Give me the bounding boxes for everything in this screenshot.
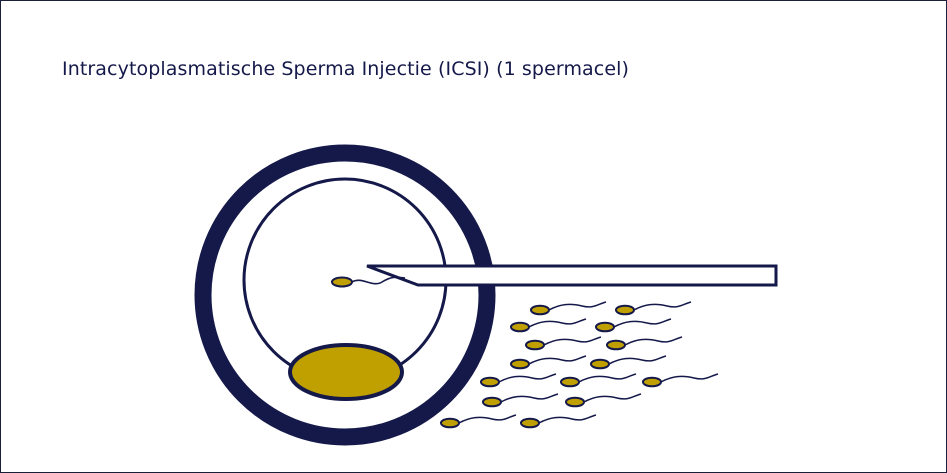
sperm-head	[591, 360, 609, 369]
sperm-head	[521, 419, 539, 428]
sperm-tail	[544, 337, 601, 345]
sperm-cell	[561, 374, 636, 386]
sperm-head	[511, 360, 529, 369]
sperm-cell	[596, 319, 671, 331]
sperm-tail	[579, 374, 636, 382]
sperm-tail	[499, 374, 556, 382]
injection-pipette	[367, 266, 776, 285]
sperm-head	[441, 419, 459, 428]
sperm-cell	[511, 356, 586, 368]
sperm-cell	[441, 415, 516, 427]
sperm-head	[526, 341, 544, 350]
sperm-cell	[616, 302, 691, 314]
sperm-head	[607, 341, 625, 350]
sperm-tail	[459, 415, 516, 423]
sperm-head	[511, 323, 529, 332]
sperm-head	[616, 306, 634, 315]
sperm-cell	[591, 356, 666, 368]
sperm-cell	[481, 374, 556, 386]
sperm-tail	[661, 374, 718, 382]
sperm-tail	[501, 394, 558, 402]
sperm-head	[643, 378, 661, 387]
sperm-head	[566, 398, 584, 407]
sperm-tail	[634, 302, 691, 310]
injected-sperm	[332, 277, 405, 286]
sperm-tail	[584, 394, 641, 402]
sperm-cell	[511, 319, 586, 331]
sperm-head	[481, 378, 499, 387]
sperm-head	[531, 306, 549, 315]
polar-body	[290, 345, 402, 399]
sperm-cell	[566, 394, 641, 406]
sperm-cell	[526, 337, 601, 349]
sperm-head	[596, 323, 614, 332]
sperm-tail	[539, 415, 596, 423]
sperm-tail	[529, 319, 586, 327]
sperm-tail	[609, 356, 666, 364]
sperm-head	[483, 398, 501, 407]
sperm-cell	[521, 415, 596, 427]
sperm-tail	[529, 356, 586, 364]
sperm-tail	[549, 302, 606, 310]
sperm-cell	[483, 394, 558, 406]
sperm-cell	[643, 374, 718, 386]
sperm-head	[561, 378, 579, 387]
sperm-tail	[625, 337, 682, 345]
sperm-cell	[531, 302, 606, 314]
sperm-cell	[607, 337, 682, 349]
sperm-tail	[614, 319, 671, 327]
